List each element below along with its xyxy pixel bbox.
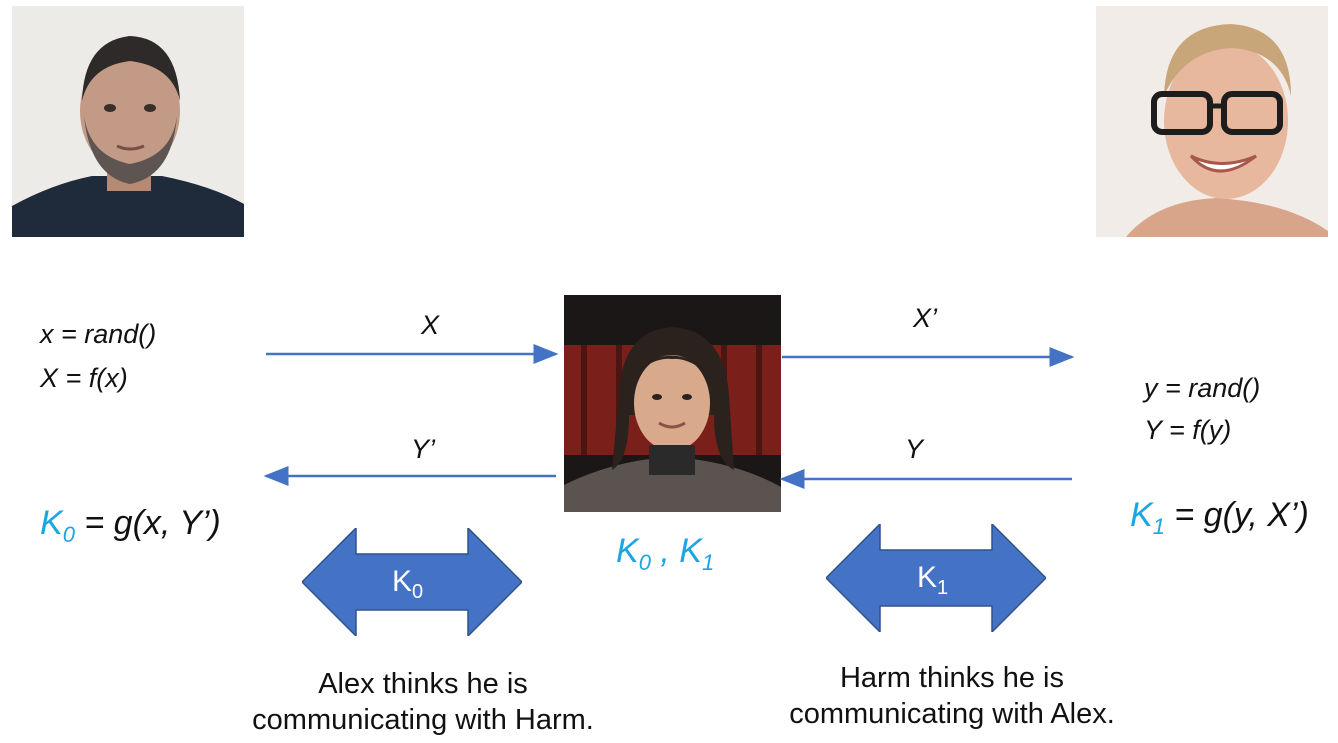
harm-photo: [1096, 6, 1328, 237]
harm-portrait-image: [1096, 6, 1328, 237]
alex-public-formula: X = f(x): [40, 363, 128, 393]
alex-photo: [12, 6, 244, 237]
label-x-prime: X’: [913, 303, 938, 333]
right-shared-key-label: K1: [917, 561, 949, 599]
harm-caption-line2: communicating with Alex.: [789, 698, 1115, 730]
harm-caption: Harm thinks he is communicating with Ale…: [732, 660, 1172, 732]
attacker-photo: [564, 295, 781, 512]
harm-public-formula: Y = f(y): [1144, 415, 1232, 445]
alex-portrait-image: [12, 6, 244, 237]
label-x: X: [421, 310, 440, 340]
alex-random-formula: x = rand(): [40, 319, 157, 349]
right-shared-key-arrow: [826, 524, 1046, 632]
attacker-keys: K0 , K1: [616, 532, 715, 575]
harm-key-symbol: K1: [1130, 496, 1165, 539]
attacker-portrait-image: [564, 295, 781, 512]
label-y: Y: [905, 434, 924, 464]
harm-random-formula: y = rand(): [1144, 373, 1261, 403]
label-y-prime: Y’: [411, 434, 436, 464]
alex-key-symbol: K0: [40, 504, 75, 547]
alex-caption-line2: communicating with Harm.: [252, 704, 594, 736]
harm-caption-line1: Harm thinks he is: [839, 662, 1064, 694]
left-shared-key-arrow: [302, 528, 522, 636]
harm-key-formula: K1 = g(y, X’): [1130, 496, 1309, 539]
alex-caption-line1: Alex thinks he is: [318, 668, 528, 700]
alex-key-formula: K0 = g(x, Y’): [40, 504, 221, 547]
alex-caption: Alex thinks he is communicating with Har…: [200, 666, 646, 738]
left-shared-key-label: K0: [392, 565, 424, 603]
